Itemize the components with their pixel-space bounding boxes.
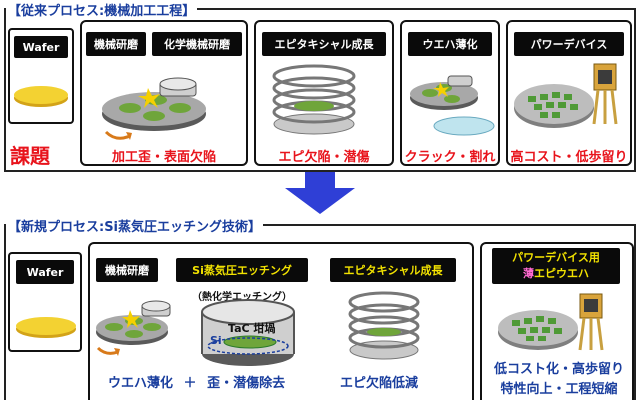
new-process-frame — [4, 224, 636, 400]
old-epi-issue: エピ欠陥・潜傷 — [278, 150, 370, 165]
down-arrow-icon — [285, 172, 355, 214]
thin-highlight: 薄 — [523, 267, 534, 280]
old-thinning-issue: クラック・割れ — [404, 150, 496, 165]
old-polish-machine-icon — [102, 77, 206, 140]
new-power-header: パワーデバイス用 薄エピウエハ — [492, 248, 620, 284]
old-power-header: パワーデバイス — [514, 32, 624, 56]
old-cmp-header: 化学機械研磨 — [152, 32, 242, 56]
old-epi-header: エピタキシャル成長 — [262, 32, 386, 56]
plus-sign: ＋ — [183, 376, 197, 391]
new-epi-result: エピ欠陥低減 — [340, 376, 419, 391]
old-polish-issue: 加工歪・表面欠陥 — [111, 150, 216, 165]
new-wafer-header: Wafer — [16, 260, 74, 284]
new-si-etch-header: Si蒸気圧エッチング — [176, 258, 308, 282]
old-wafer-header: Wafer — [14, 36, 68, 58]
old-thinning-header: ウエハ薄化 — [408, 32, 492, 56]
epi-wafer-text: エピウエハ — [534, 267, 589, 280]
old-mech-polish-header: 機械研磨 — [86, 32, 146, 56]
old-thinning-icon — [410, 75, 495, 136]
old-process-frame — [4, 8, 636, 172]
si-etch-subtitle: （熱化学エッチング） — [192, 292, 292, 303]
removal-text: 歪・潜傷除去 — [207, 376, 286, 391]
old-wafer-icon — [14, 86, 68, 107]
si-label: Si — [210, 334, 222, 347]
old-wafer-panel: Wafer — [8, 28, 74, 124]
issue-label: 課題 — [10, 144, 50, 168]
new-power-line2: 薄エピウエハ — [523, 266, 589, 282]
old-power-issue: 高コスト・低歩留り — [510, 150, 628, 165]
new-wafer-icon — [16, 317, 76, 338]
benefit-line1: 低コスト化・高歩留り — [493, 362, 624, 377]
benefit-line2: 特性向上・工程短縮 — [500, 382, 618, 397]
old-epi-reactor-icon — [272, 64, 356, 135]
old-process-title: 【従来プロセス:機械加工工程】 — [6, 0, 198, 19]
new-thinning-text: ウエハ薄化 — [108, 376, 174, 391]
new-power-line1: パワーデバイス用 — [512, 251, 600, 264]
new-power-device-icon — [498, 293, 604, 351]
old-power-device-icon — [514, 63, 618, 128]
new-thinning-result: ウエハ薄化 ＋ 歪・潜傷除去 — [108, 372, 285, 391]
new-epi-reactor-icon — [348, 291, 420, 360]
new-polish-machine-icon — [96, 300, 171, 356]
new-epi-header: エピタキシャル成長 — [330, 258, 456, 282]
tac-crucible-label: TaC 坩堝 — [228, 322, 276, 335]
new-process-title: 【新規プロセス:Si蒸気圧エッチング技術】 — [6, 216, 264, 235]
new-mech-polish-header: 機械研磨 — [96, 258, 158, 282]
tac-crucible-icon — [201, 299, 295, 366]
